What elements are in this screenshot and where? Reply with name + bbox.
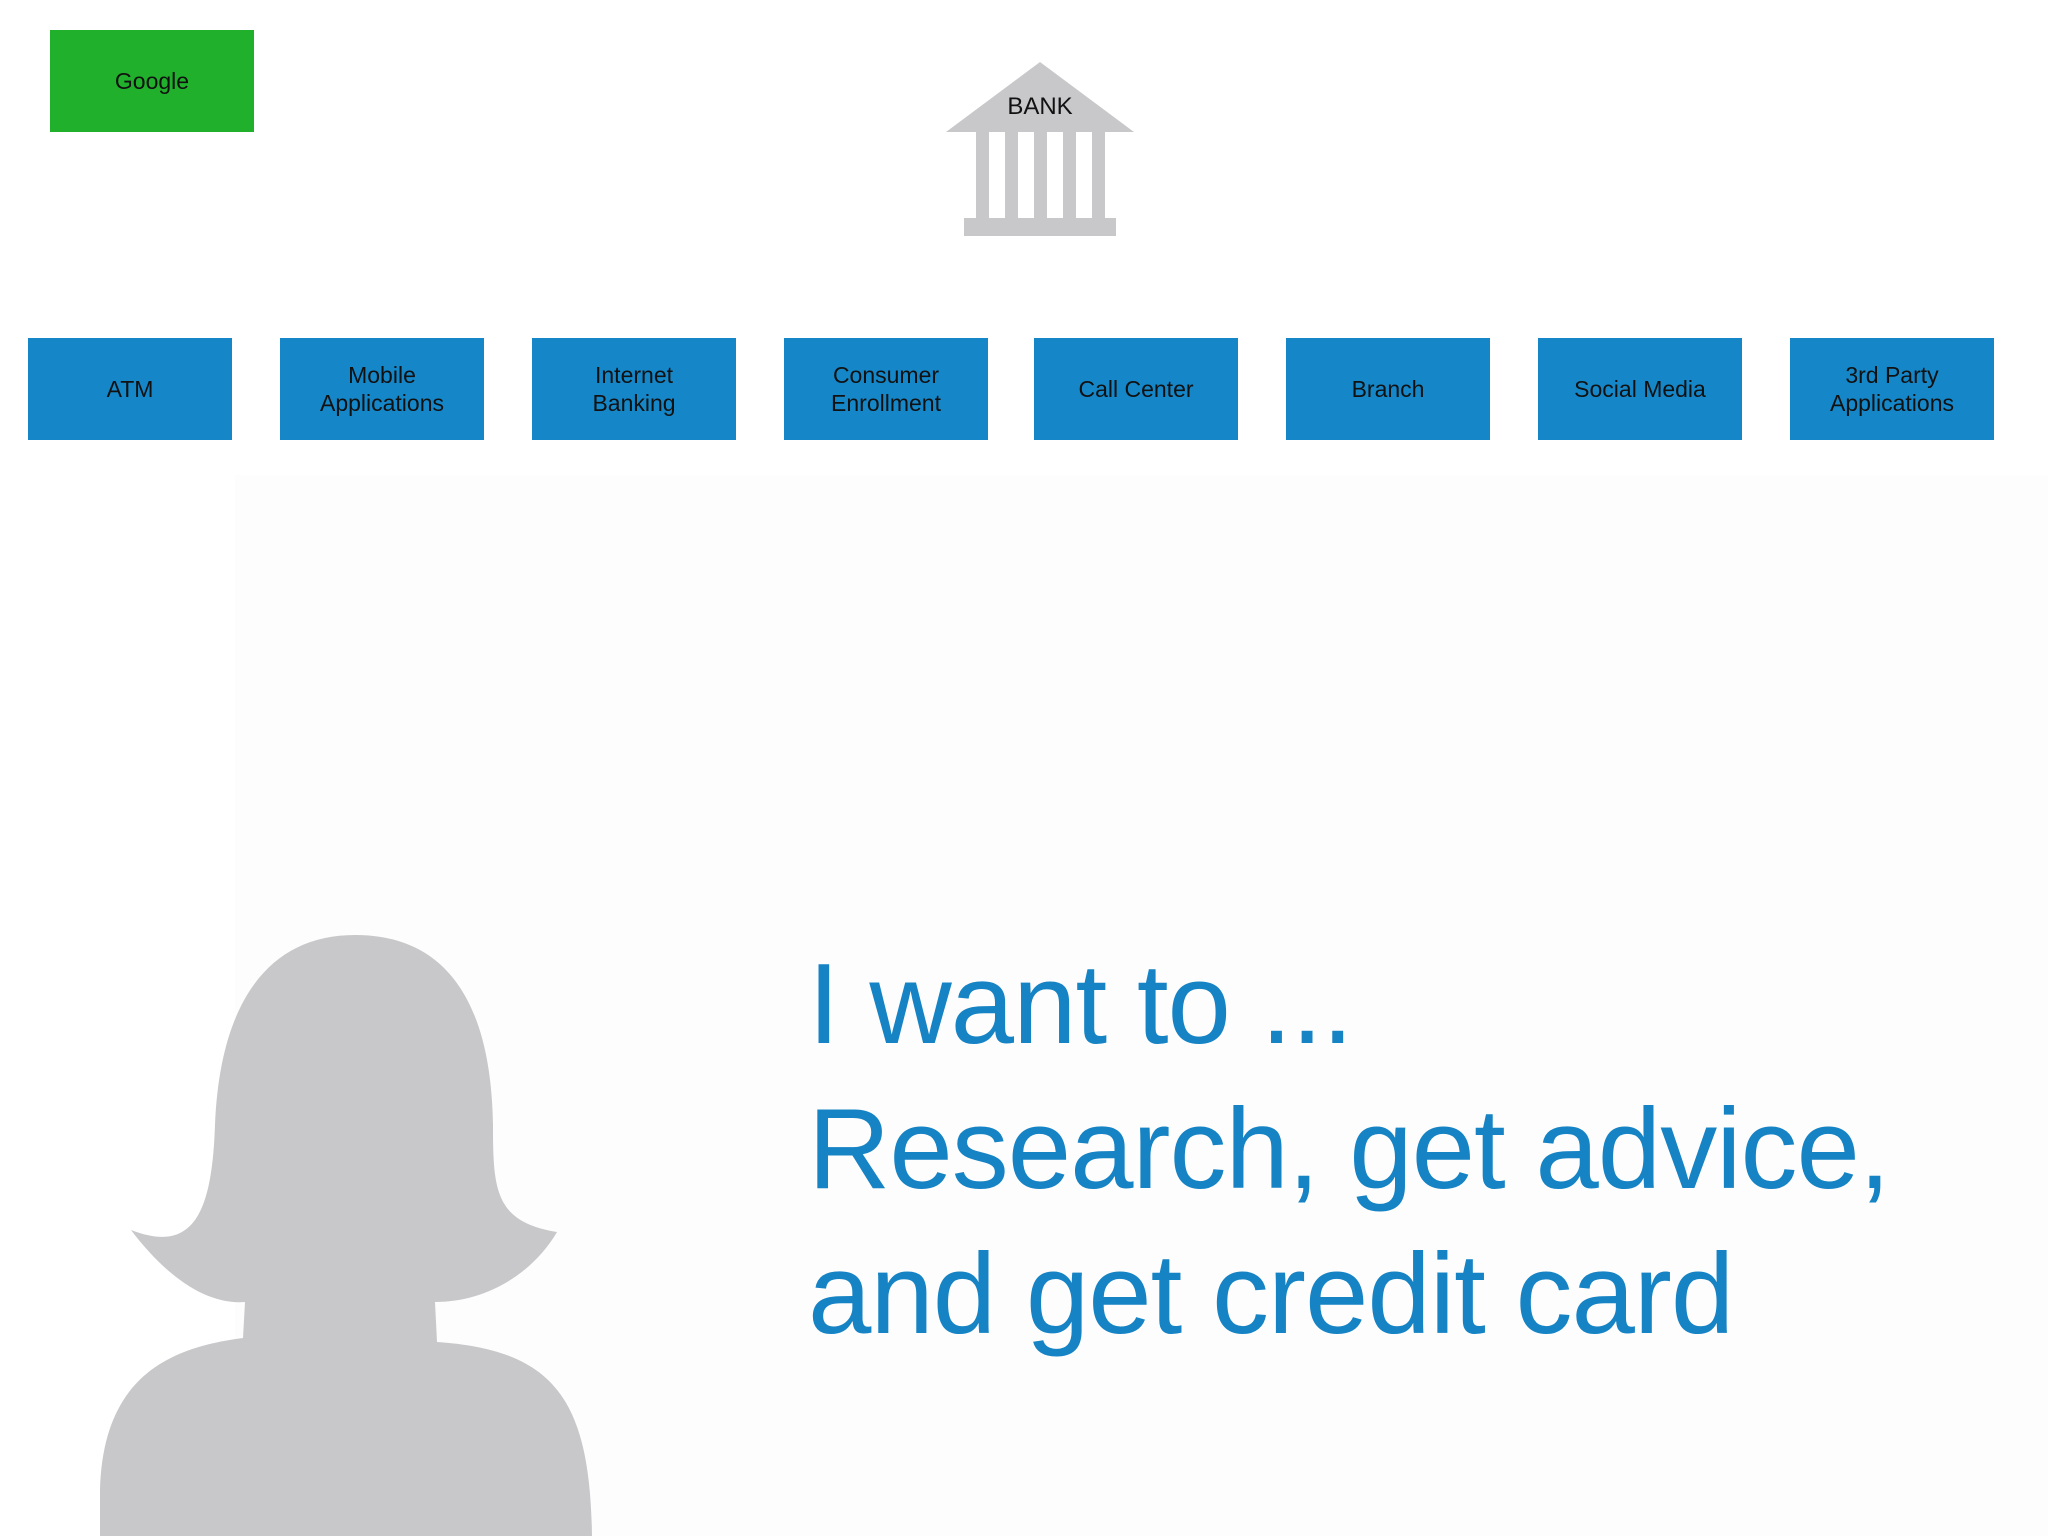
channel-branch: Branch	[1286, 338, 1490, 440]
google-box: Google	[50, 30, 254, 132]
person-silhouette	[95, 930, 605, 1536]
message-line-3: and get credit card	[808, 1231, 1734, 1358]
person-silhouette-icon	[100, 935, 592, 1536]
channel-3rd-party-applications: 3rd Party Applications	[1790, 338, 1994, 440]
channel-mobile-applications: Mobile Applications	[280, 338, 484, 440]
channel-social-media: Social Media	[1538, 338, 1742, 440]
background-panel	[235, 475, 2048, 1536]
channel-consumer-enrollment: Consumer Enrollment	[784, 338, 988, 440]
message-line-2: Research, get advice,	[808, 1086, 1891, 1213]
customer-goal-message: I want to ... Research, get advice, and …	[808, 932, 2008, 1367]
bank-building-icon	[946, 62, 1134, 236]
channel-atm: ATM	[28, 338, 232, 440]
message-line-1: I want to ...	[808, 941, 1354, 1068]
channel-internet-banking: Internet Banking	[532, 338, 736, 440]
google-label: Google	[114, 67, 190, 94]
channel-row: ATM Mobile Applications Internet Banking…	[28, 338, 1994, 440]
channel-call-center: Call Center	[1034, 338, 1238, 440]
bank-node: BANK	[940, 60, 1140, 242]
bank-label: BANK	[1007, 93, 1073, 120]
